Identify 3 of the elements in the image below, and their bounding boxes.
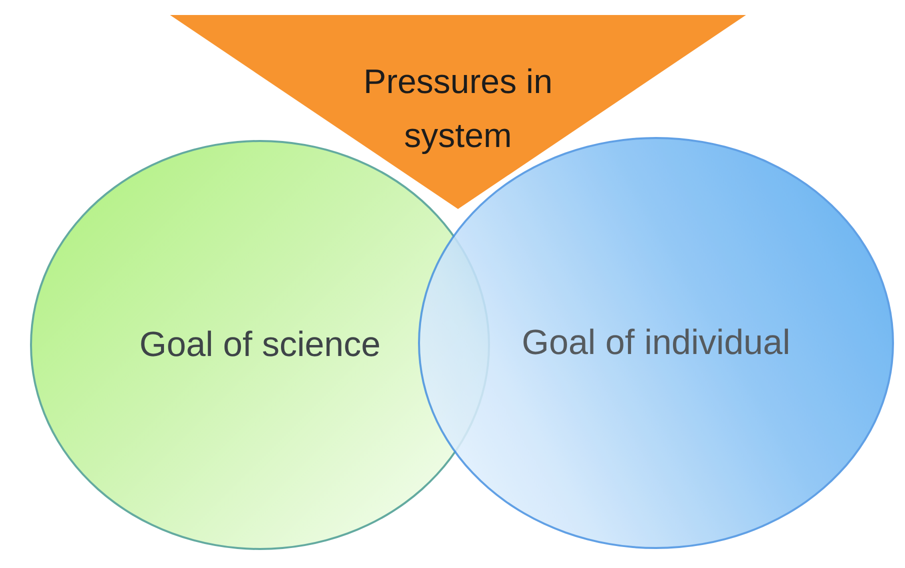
triangle-label: Pressures in system (362, 62, 554, 157)
ellipse-label: Goal of science (139, 325, 381, 365)
ellipse-label: Goal of individual (522, 323, 790, 363)
